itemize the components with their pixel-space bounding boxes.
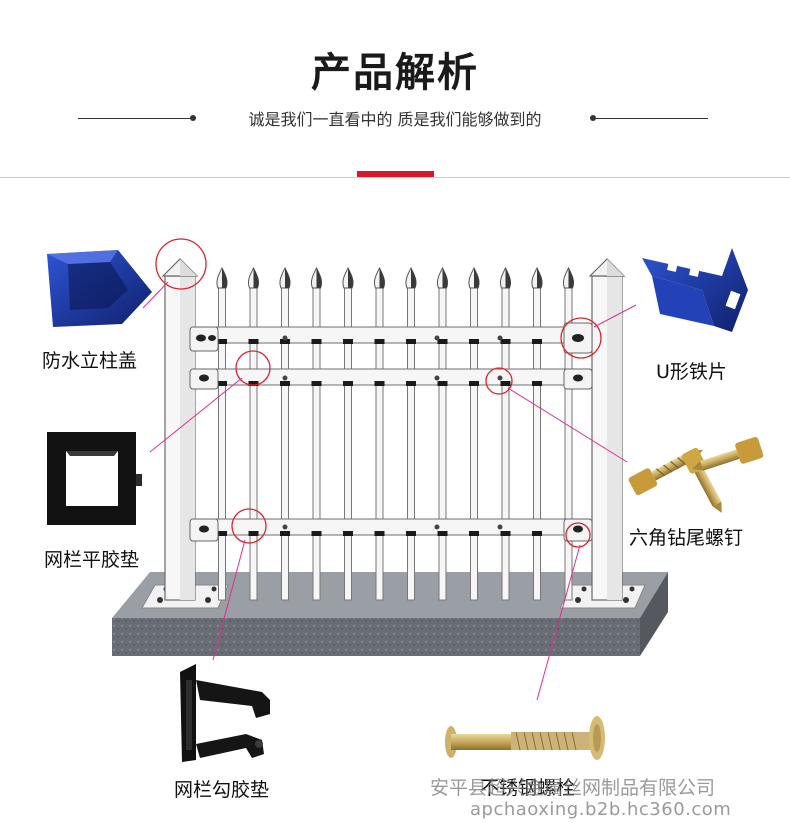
screw-part-image xyxy=(628,436,764,513)
label-screw: 六角钻尾螺钉 xyxy=(629,527,744,549)
rail-gasket xyxy=(374,381,385,386)
label-flat-gasket: 网栏平胶垫 xyxy=(44,549,140,571)
rail-gasket xyxy=(532,381,542,386)
callout-lines xyxy=(142,281,637,701)
rail-gasket xyxy=(374,339,385,344)
post-right xyxy=(588,258,626,601)
rail-brackets xyxy=(189,322,593,542)
rail-gasket xyxy=(343,339,353,344)
bolt-part-image xyxy=(445,716,605,760)
rail-gasket xyxy=(217,381,227,386)
rail-gasket xyxy=(343,531,353,536)
label-bolt: 不锈钢螺栓 xyxy=(480,777,576,799)
concrete-base xyxy=(112,572,668,656)
label-hook-gasket: 网栏勾胶垫 xyxy=(174,779,270,801)
rail-gasket xyxy=(437,381,448,386)
flat-gasket-part-image xyxy=(47,432,142,525)
subtitle-row: 诚是我们一直看中的 质是我们能够做到的 xyxy=(0,106,790,132)
label-cap: 防水立柱盖 xyxy=(42,350,138,372)
rail-gasket xyxy=(248,339,259,344)
rail-gasket xyxy=(437,339,448,344)
header-divider xyxy=(0,177,790,178)
rail-gasket xyxy=(311,381,322,386)
fence-picket xyxy=(562,266,575,601)
rail-gasket xyxy=(469,531,479,536)
rail-gasket xyxy=(311,339,322,344)
fence-pickets xyxy=(216,266,575,601)
rail-gasket xyxy=(500,381,511,386)
u-bracket-part-image xyxy=(642,248,748,332)
subtitle-dot-left xyxy=(190,115,196,121)
fence-picket xyxy=(279,266,291,601)
rail-gasket xyxy=(437,531,448,536)
rail-gasket xyxy=(500,339,511,344)
subtitle: 诚是我们一直看中的 质是我们能够做到的 xyxy=(248,110,542,129)
rail-gasket xyxy=(248,531,259,536)
fence-picket xyxy=(342,266,354,601)
rail-gasket xyxy=(532,531,542,536)
rail-gasket xyxy=(343,381,353,386)
rail-gasket xyxy=(406,381,416,386)
fence-picket xyxy=(247,266,260,601)
subtitle-dot-right xyxy=(590,115,596,121)
rail-gasket xyxy=(532,339,542,344)
fence-picket xyxy=(373,266,386,601)
accent-bar xyxy=(357,171,434,177)
watermark-company: 安平县超兴金属丝网制品有限公司 xyxy=(430,777,716,799)
rail-gasket xyxy=(469,339,479,344)
rail-screws xyxy=(282,335,503,530)
rail-gasket xyxy=(280,381,290,386)
fence-picket xyxy=(531,266,543,601)
rail-gasket xyxy=(500,531,511,536)
rail-gasket xyxy=(406,531,416,536)
hook-gasket-part-image xyxy=(180,664,270,762)
watermark-url: apchaoxing.b2b.hc360.com xyxy=(470,799,732,820)
fence-picket xyxy=(468,266,480,601)
cap-part-image xyxy=(47,250,152,327)
rail-gasket xyxy=(280,531,290,536)
subtitle-line-right xyxy=(596,118,708,119)
fence-picket xyxy=(405,266,417,601)
rail-gasket xyxy=(374,531,385,536)
fence-picket xyxy=(499,266,512,601)
post-left xyxy=(161,258,199,601)
rail-gasket xyxy=(469,381,479,386)
fence-picket xyxy=(436,266,449,601)
rail-gasket xyxy=(217,531,227,536)
rail-gasket xyxy=(406,339,416,344)
rail-gasket xyxy=(248,381,259,386)
fence-picket xyxy=(216,266,228,601)
page-title: 产品解析 xyxy=(311,50,479,96)
highlight-circles xyxy=(155,238,602,548)
label-u-bracket: U形铁片 xyxy=(656,361,727,383)
rail-gasket xyxy=(280,339,290,344)
rail-gasket xyxy=(311,531,322,536)
fence-picket xyxy=(310,266,323,601)
rail-gasket xyxy=(217,339,227,344)
subtitle-line-left xyxy=(78,118,193,119)
